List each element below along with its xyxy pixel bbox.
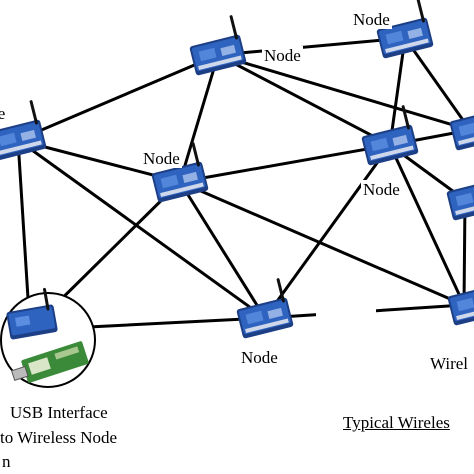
wireless-node-left	[0, 100, 47, 161]
usb-node-board	[6, 287, 58, 340]
usb-to-node-label: to Wireless Node	[0, 428, 118, 447]
wireless-node-far-right-lower	[446, 179, 474, 221]
link-mid-bottom	[178, 180, 267, 320]
node-label-right: Node	[361, 180, 402, 199]
usb-stick-board	[10, 341, 89, 383]
wireless-node-far-right	[449, 109, 474, 151]
node-label-bottom: Node	[239, 348, 280, 367]
link-upper-mid	[178, 53, 220, 184]
link-upper-right	[216, 53, 392, 147]
network-links	[16, 36, 472, 332]
blank-box	[316, 276, 376, 318]
wireless-node-bottom	[236, 278, 294, 339]
link-upper-top	[216, 36, 407, 57]
link-right-wr	[388, 143, 466, 307]
usb-label-partial: n	[2, 452, 11, 471]
link-upper-farR	[216, 53, 472, 132]
link-top-farR	[403, 36, 472, 132]
link-mid-right	[178, 143, 392, 184]
node-label-middle: Node	[141, 149, 182, 168]
link-left-bottom	[16, 138, 267, 320]
node-label-top: Node	[351, 10, 392, 29]
network-devices	[0, 0, 474, 388]
link-upper-left	[16, 53, 220, 142]
usb-interface-label: USB Interface	[10, 403, 108, 422]
node-label-left-partial: le	[0, 104, 6, 123]
wireless-node-mid	[151, 142, 209, 203]
node-label-upper: Node	[262, 46, 303, 65]
usb-interface-group	[0, 287, 96, 388]
diagram-caption: Typical Wireles	[343, 413, 450, 432]
link-right-top	[388, 36, 407, 147]
link-mid-wr	[178, 180, 466, 307]
link-right-bottom	[263, 143, 392, 320]
wireless-label-partial: Wirel	[428, 354, 471, 373]
wireless-node-upper	[189, 15, 247, 76]
wireless-node-top	[376, 0, 434, 59]
wireless-node-right	[361, 105, 419, 166]
wireless-node-wireless-right	[447, 284, 474, 326]
